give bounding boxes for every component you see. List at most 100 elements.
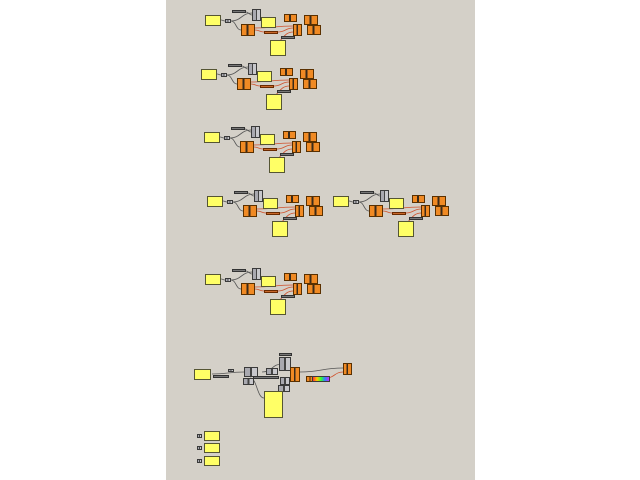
component[interactable] [278,385,290,392]
component[interactable] [251,126,260,138]
param[interactable] [224,136,230,140]
panel[interactable] [204,443,220,453]
component[interactable] [289,78,298,90]
component[interactable] [241,24,255,36]
component[interactable] [252,268,261,280]
component[interactable] [392,212,406,215]
slider[interactable] [232,269,246,272]
slider[interactable] [360,191,374,194]
component[interactable] [237,78,251,90]
param[interactable] [197,434,202,438]
component[interactable] [306,196,320,206]
panel[interactable] [204,431,220,441]
panel[interactable] [263,198,278,209]
slider[interactable] [279,353,292,356]
component[interactable] [279,357,291,371]
param[interactable] [281,36,295,39]
panel[interactable] [270,40,286,56]
component[interactable] [304,274,318,284]
param[interactable] [225,278,231,282]
component[interactable] [283,131,296,139]
component[interactable] [307,284,321,294]
panel[interactable] [261,17,276,28]
component[interactable] [380,190,389,202]
param[interactable] [277,90,291,93]
panel[interactable] [204,132,220,143]
component[interactable] [290,367,300,382]
slider[interactable] [228,64,242,67]
component[interactable] [309,206,323,216]
slider[interactable] [213,375,229,378]
panel[interactable] [257,71,272,82]
graph-canvas[interactable] [166,0,475,480]
param[interactable] [283,217,297,220]
gradient-component[interactable] [312,376,330,382]
component[interactable] [435,206,449,216]
panel[interactable] [264,391,283,418]
component[interactable] [264,290,278,293]
panel[interactable] [201,69,217,80]
component[interactable] [284,273,297,281]
component[interactable] [300,69,314,79]
slider[interactable] [231,127,245,130]
component[interactable] [266,368,278,375]
component[interactable] [263,148,277,151]
component[interactable] [280,377,290,385]
component[interactable] [307,25,321,35]
param[interactable] [281,295,295,298]
component[interactable] [295,205,304,217]
component[interactable] [343,363,352,375]
slider[interactable] [253,376,279,379]
component[interactable] [266,212,280,215]
component[interactable] [254,190,263,202]
panel[interactable] [269,157,285,173]
component[interactable] [303,79,317,89]
component[interactable] [421,205,430,217]
component[interactable] [280,68,293,76]
panel[interactable] [389,198,404,209]
component[interactable] [243,205,257,217]
component[interactable] [264,31,278,34]
param[interactable] [280,153,294,156]
component[interactable] [306,142,320,152]
panel[interactable] [205,15,221,26]
component[interactable] [303,132,317,142]
component[interactable] [260,85,274,88]
param[interactable] [197,446,202,450]
panel[interactable] [205,274,221,285]
component[interactable] [284,14,297,22]
panel[interactable] [204,456,220,466]
component[interactable] [304,15,318,25]
panel[interactable] [266,94,282,110]
component[interactable] [369,205,383,217]
component[interactable] [244,367,258,377]
param[interactable] [228,369,234,372]
component[interactable] [252,9,261,21]
component[interactable] [292,141,301,153]
panel[interactable] [272,221,288,237]
component[interactable] [293,24,302,36]
param[interactable] [353,200,359,204]
param[interactable] [225,19,231,23]
panel[interactable] [398,221,414,237]
component[interactable] [293,283,302,295]
component[interactable] [412,195,425,203]
component[interactable] [248,63,257,75]
slider[interactable] [234,191,248,194]
component[interactable] [432,196,446,206]
param[interactable] [409,217,423,220]
param[interactable] [227,200,233,204]
component[interactable] [286,195,299,203]
panel[interactable] [207,196,223,207]
panel[interactable] [333,196,349,207]
param[interactable] [221,73,227,77]
component[interactable] [240,141,254,153]
slider[interactable] [232,10,246,13]
panel[interactable] [194,369,211,380]
component[interactable] [241,283,255,295]
param[interactable] [197,459,202,463]
component[interactable] [243,378,254,385]
panel[interactable] [270,299,286,315]
panel[interactable] [260,134,275,145]
panel[interactable] [261,276,276,287]
